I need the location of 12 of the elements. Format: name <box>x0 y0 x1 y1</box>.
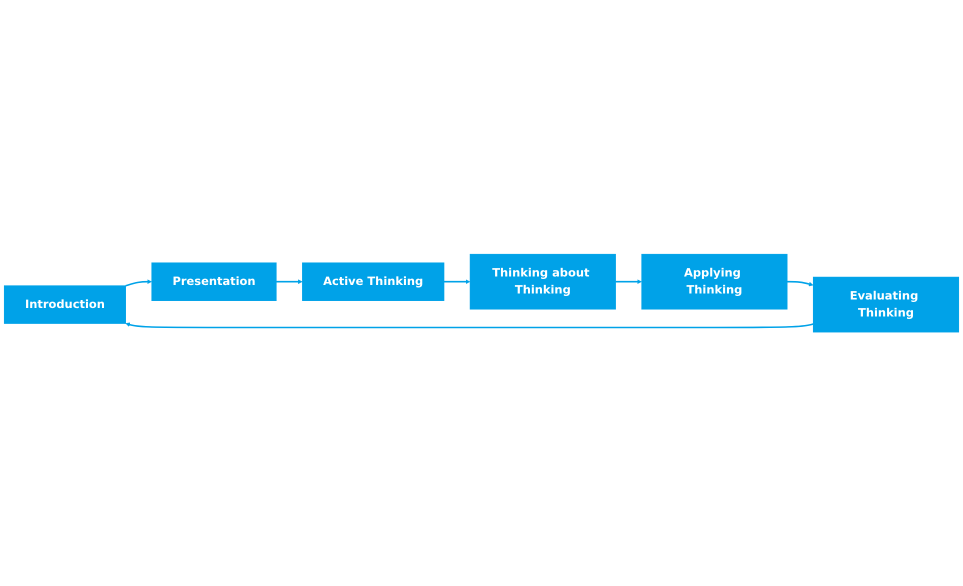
arrow <box>125 279 152 286</box>
node-box: Evaluating Thinking <box>812 276 960 332</box>
arrow <box>616 279 642 284</box>
node-box: Introduction <box>4 285 126 324</box>
node-box: Presentation <box>151 262 277 301</box>
arrow <box>787 280 814 286</box>
arrow <box>444 279 470 284</box>
node-box: Applying Thinking <box>641 254 788 310</box>
node-box: Thinking about Thinking <box>470 254 616 310</box>
node-box: Active Thinking <box>302 262 444 301</box>
arrow <box>125 322 814 328</box>
arrow <box>276 279 303 284</box>
